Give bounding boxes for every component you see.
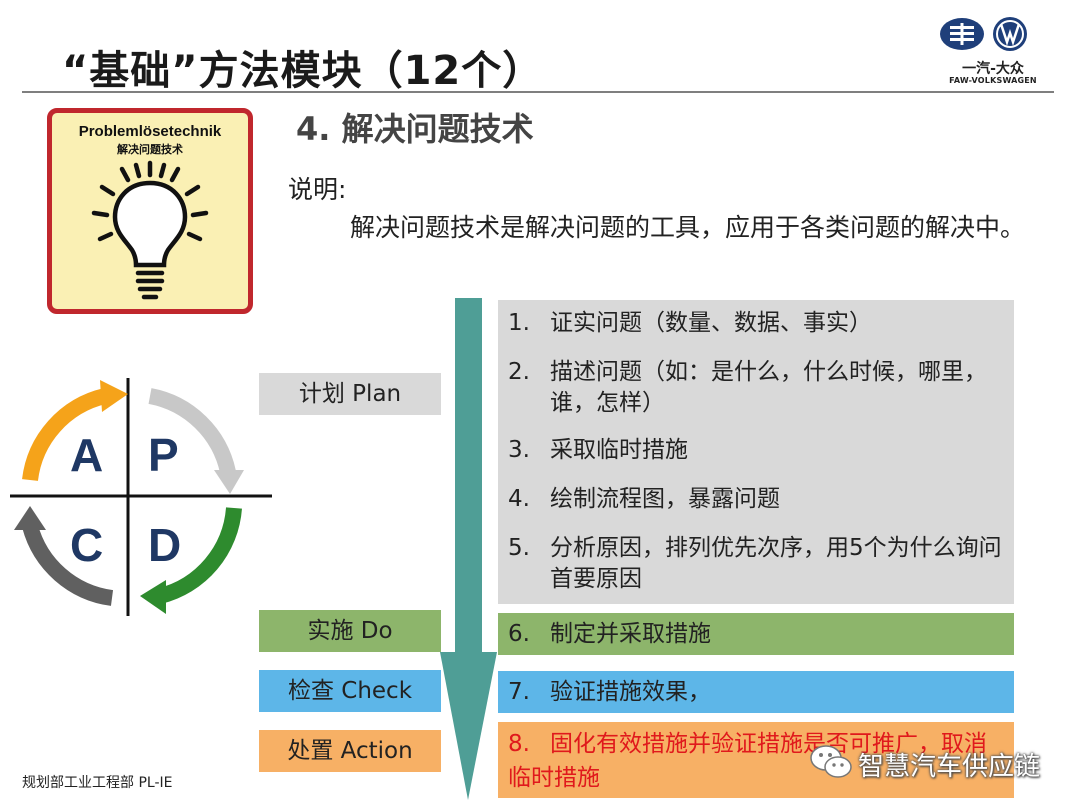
step-text: 固化有效措施并验证措施是否可推广，取消临时措施 bbox=[508, 731, 987, 791]
step-text: 采取临时措施 bbox=[550, 437, 688, 463]
step-text: 描述问题（如：是什么，什么时候，哪里，谁，怎样） bbox=[550, 359, 987, 416]
method-icon-card: Problemlösetechnik 解决问题技术 bbox=[47, 108, 253, 314]
watermark: 智慧汽车供应链 bbox=[808, 740, 1058, 784]
step-item: 1. 证实问题（数量、数据、事实） bbox=[508, 308, 1002, 339]
lightbulb-icon bbox=[91, 160, 209, 300]
pdca-letter-a: A bbox=[70, 429, 104, 481]
step-number: 5. bbox=[508, 535, 530, 561]
step-number: 3. bbox=[508, 437, 530, 463]
step-item: 5. 分析原因，排列优先次序，用5个为什么询问首要原因 bbox=[508, 533, 1002, 595]
pdca-cycle-diagram: A P C D bbox=[0, 370, 290, 630]
pdca-letter-d: D bbox=[148, 519, 182, 571]
step-item: 3. 采取临时措施 bbox=[508, 435, 1002, 466]
pdca-letter-p: P bbox=[148, 429, 179, 481]
step-text: 证实问题（数量、数据、事实） bbox=[550, 310, 872, 336]
step-number: 4. bbox=[508, 486, 530, 512]
logo-english-name: FAW-VOLKSWAGEN bbox=[949, 76, 1037, 85]
step-do-bar: 6. 制定并采取措施 bbox=[498, 613, 1014, 655]
step-text: 绘制流程图，暴露问题 bbox=[550, 486, 780, 512]
step-check-bar: 7. 验证措施效果， bbox=[498, 671, 1014, 713]
header-divider bbox=[22, 91, 1054, 93]
pdca-letter-c: C bbox=[70, 519, 104, 571]
step-item: 4. 绘制流程图，暴露问题 bbox=[508, 484, 1002, 515]
method-name-german: Problemlösetechnik bbox=[78, 123, 222, 140]
logo-chinese-name: 一汽-大众 bbox=[962, 61, 1024, 77]
step-item: 2. 描述问题（如：是什么，什么时候，哪里，谁，怎样） bbox=[508, 357, 1002, 419]
phase-do-label: 实施 Do bbox=[259, 610, 441, 652]
faw-vw-logo: 一汽-大众 FAW-VOLKSWAGEN bbox=[930, 14, 1060, 86]
phase-action-label: 处置 Action bbox=[259, 730, 441, 772]
section-title: 4. 解决问题技术 bbox=[296, 110, 534, 148]
description-text: 解决问题技术是解决问题的工具，应用于各类问题的解决中。 bbox=[350, 213, 1026, 242]
brand-emblems bbox=[940, 17, 1027, 51]
plan-steps-box: 1. 证实问题（数量、数据、事实） 2. 描述问题（如：是什么，什么时候，哪里，… bbox=[498, 300, 1014, 604]
step-action-bar: 8.固化有效措施并验证措施是否可推广，取消临时措施 bbox=[498, 722, 1014, 798]
pdca-cycle-arrows bbox=[10, 378, 272, 616]
step-number: 1. bbox=[508, 310, 530, 336]
watermark-text: 智慧汽车供应链 bbox=[858, 752, 1041, 782]
step-number: 2. bbox=[508, 359, 530, 385]
step-number: 8. bbox=[508, 731, 530, 757]
step-number: 6. bbox=[508, 621, 530, 647]
step-number: 7. bbox=[508, 679, 530, 705]
step-text: 验证措施效果， bbox=[550, 679, 711, 705]
method-name-chinese: 解决问题技术 bbox=[117, 143, 183, 156]
step-text: 分析原因，排列优先次序，用5个为什么询问首要原因 bbox=[550, 535, 1002, 592]
phase-plan-label: 计划 Plan bbox=[259, 373, 441, 415]
slide-title: “基础”方法模块（12个） bbox=[62, 48, 544, 94]
wechat-icon bbox=[810, 745, 852, 778]
step-text: 制定并采取措施 bbox=[550, 621, 711, 647]
description-label: 说明: bbox=[288, 175, 347, 204]
phase-check-label: 检查 Check bbox=[259, 670, 441, 712]
footer-department: 规划部工业工程部 PL-IE bbox=[22, 775, 173, 791]
